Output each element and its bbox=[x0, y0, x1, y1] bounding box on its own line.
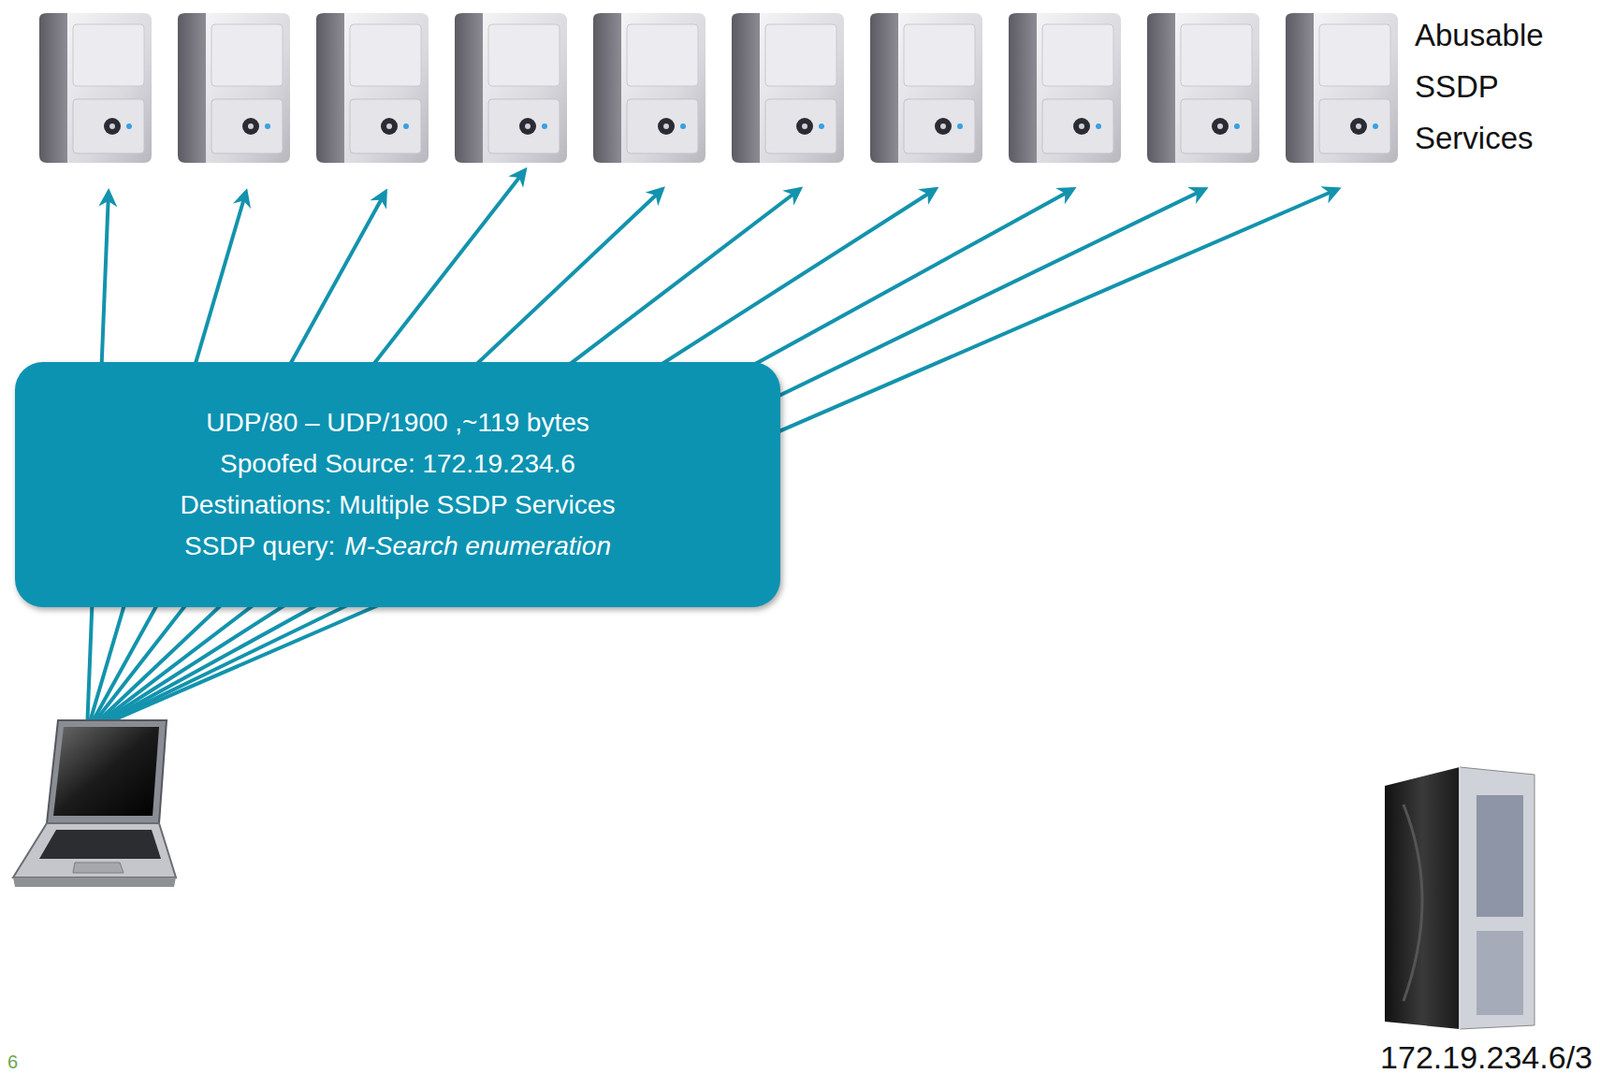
callout-text: Destinations: Multiple SSDP Services bbox=[180, 484, 616, 526]
callout-text: UDP/80 – UDP/1900 ,~119 bytes bbox=[205, 402, 590, 444]
page-number: 6 bbox=[7, 1049, 18, 1075]
callout-text: SSDP query: bbox=[184, 531, 335, 561]
group-label: Abusable SSDP Services bbox=[1414, 9, 1595, 164]
callout-text: M-Search enumeration bbox=[344, 531, 611, 561]
callout-box: UDP/80 – UDP/1900 ,~119 bytesSpoofed Sou… bbox=[14, 362, 781, 608]
callout-line: SSDP query: M-Search enumeration bbox=[184, 525, 611, 568]
address-label: 172.19.234.6/3 bbox=[1380, 1038, 1593, 1077]
callout-text: Spoofed Source: 172.19.234.6 bbox=[219, 443, 576, 485]
